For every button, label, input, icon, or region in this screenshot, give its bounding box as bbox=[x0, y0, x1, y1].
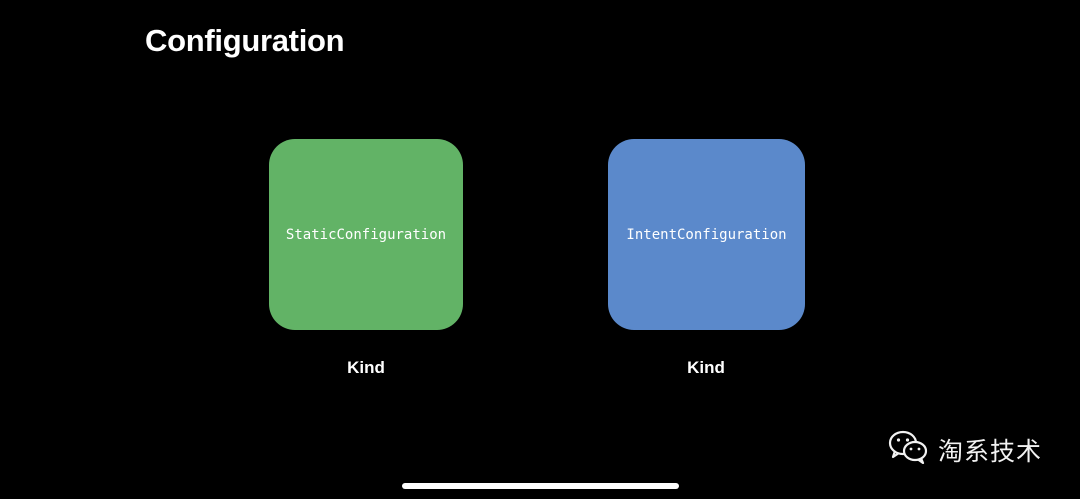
intent-kind-caption: Kind bbox=[687, 358, 725, 377]
static-configuration-label: StaticConfiguration bbox=[285, 226, 447, 243]
home-indicator[interactable] bbox=[402, 483, 679, 489]
intent-configuration-label: IntentConfiguration bbox=[626, 226, 787, 243]
intent-configuration-card: IntentConfiguration bbox=[608, 139, 805, 330]
page-title: Configuration bbox=[145, 23, 345, 58]
watermark-text: 淘系技术 bbox=[938, 436, 1043, 466]
static-kind-caption: Kind bbox=[347, 358, 385, 377]
static-configuration-card: StaticConfiguration bbox=[269, 139, 463, 330]
watermark: 淘系技术 bbox=[888, 430, 1042, 469]
wechat-icon bbox=[888, 430, 928, 469]
